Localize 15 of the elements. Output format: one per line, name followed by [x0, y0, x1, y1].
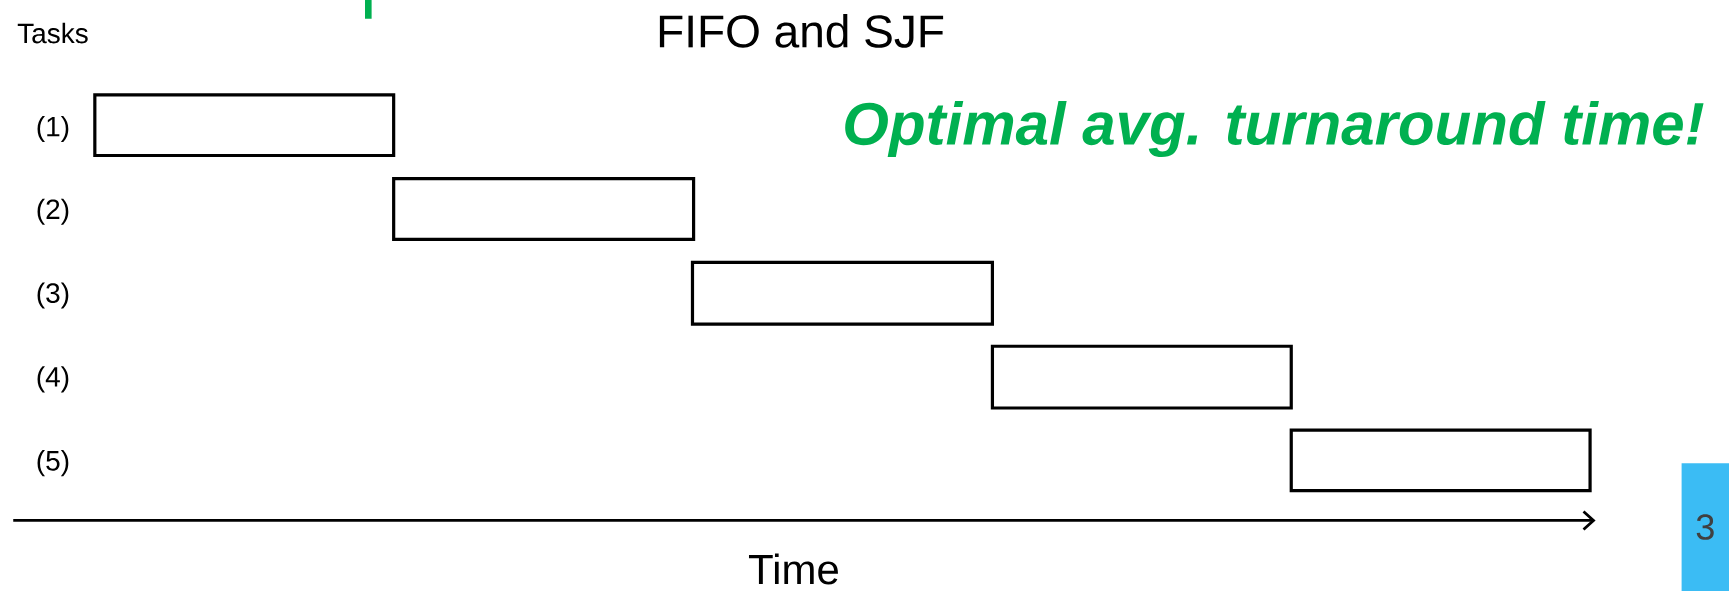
task-bar: [990, 344, 1293, 410]
headline-text: Optimal avg. turnaround time!: [845, 101, 1704, 157]
row-number: (4): [37, 366, 69, 393]
row-number: (5): [37, 450, 69, 477]
task-bar: [1289, 428, 1592, 493]
title: FIFO and SJF: [659, 13, 944, 48]
row-number: (3): [37, 282, 69, 309]
row-number: (1): [37, 115, 69, 143]
task-bar: [690, 260, 994, 326]
axis-label: Time: [749, 553, 838, 585]
task-bar: [392, 177, 696, 241]
task-bar: [93, 93, 396, 158]
page-number-box: 3: [1681, 463, 1729, 591]
text-label: Tasks: [17, 22, 88, 44]
row-number: (2): [37, 198, 69, 225]
